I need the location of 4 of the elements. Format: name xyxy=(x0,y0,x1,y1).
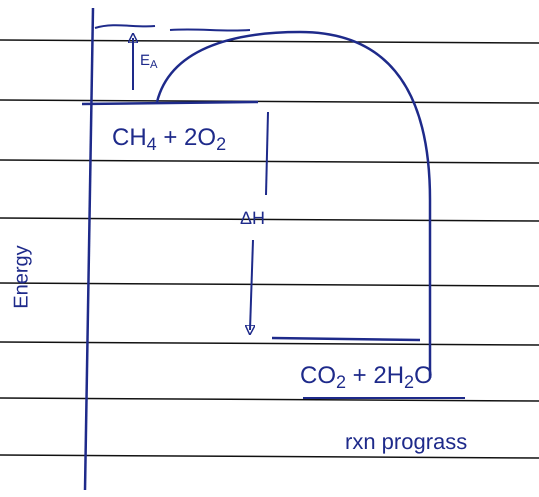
reactants-label: CH$_{4}$ + 2O$_{2}$ xyxy=(112,123,226,156)
axis-label: rxn prograss xyxy=(345,428,468,456)
activation-energy-label: E$_{A}$ xyxy=(140,51,158,72)
axis-label: Energy xyxy=(10,245,34,309)
